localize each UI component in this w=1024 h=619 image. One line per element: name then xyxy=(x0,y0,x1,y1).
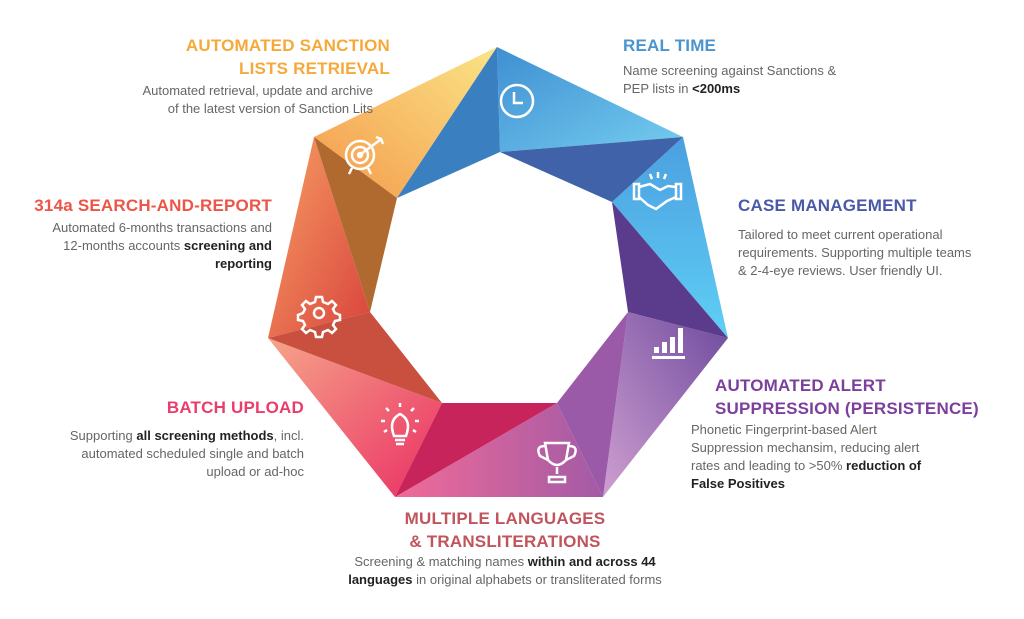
feature-description: Screening & matching names within and ac… xyxy=(255,553,755,589)
description-text: , incl. xyxy=(273,428,304,443)
description-line: automated scheduled single and batch xyxy=(70,445,304,463)
highlight-text: languages xyxy=(348,572,413,587)
gear-icon xyxy=(296,295,342,339)
title-line: MULTIPLE LANGUAGES xyxy=(404,509,606,528)
title-line: BATCH UPLOAD xyxy=(166,398,304,417)
highlight-text: False Positives xyxy=(691,476,785,491)
feature-languages: MULTIPLE LANGUAGES & TRANSLITERATIONS Scr… xyxy=(255,507,755,589)
fold-shadow xyxy=(557,312,628,497)
fold-shadow xyxy=(314,137,397,312)
feature-title: CASE MANAGEMENT xyxy=(738,194,971,217)
highlight-text: screening and xyxy=(183,238,272,253)
feature-description: Tailored to meet current operational requ… xyxy=(738,226,971,280)
feature-description: Supporting all screening methods, incl.a… xyxy=(70,427,304,481)
description-line: languages in original alphabets or trans… xyxy=(255,571,755,589)
description-text: automated scheduled single and batch xyxy=(81,446,304,461)
fold-shadow xyxy=(397,47,500,198)
description-line: upload or ad-hoc xyxy=(70,463,304,481)
feature-description: Automated retrieval, update and archive o… xyxy=(142,82,373,118)
highlight-text: reporting xyxy=(214,256,272,271)
panel-search-report xyxy=(268,137,370,338)
description-line: Automated retrieval, update and archive xyxy=(142,82,373,100)
panel-languages xyxy=(395,403,603,497)
description-line: reporting xyxy=(34,255,272,273)
description-line: Phonetic Fingerprint-based Alert xyxy=(691,421,979,439)
description-line: of the latest version of Sanction Lits xyxy=(142,100,373,118)
feature-title: REAL TIME xyxy=(623,34,836,57)
description-text: Phonetic Fingerprint-based Alert xyxy=(691,422,877,437)
description-line: Name screening against Sanctions & xyxy=(623,62,836,80)
feature-alert-suppression: AUTOMATED ALERT SUPPRESSION (PERSISTENCE)… xyxy=(691,374,979,493)
description-line: rates and leading to >50% reduction of xyxy=(691,457,979,475)
highlight-text: <200ms xyxy=(692,81,741,96)
feature-title: AUTOMATED ALERT SUPPRESSION (PERSISTENCE) xyxy=(715,374,979,420)
description-line: requirements. Supporting multiple teams xyxy=(738,244,971,262)
feature-title: MULTIPLE LANGUAGES & TRANSLITERATIONS xyxy=(255,507,755,553)
description-text: rates and leading to >50% xyxy=(691,458,847,473)
title-line: CASE MANAGEMENT xyxy=(738,196,917,215)
title-line: LISTS RETRIEVAL xyxy=(239,59,390,78)
fold-shadow xyxy=(268,312,442,403)
description-line: False Positives xyxy=(691,475,979,493)
description-text: Automated 6-months transactions and xyxy=(52,220,272,235)
feature-case-management: CASE MANAGEMENT Tailored to meet current… xyxy=(738,194,971,280)
description-text: in original alphabets or transliterated … xyxy=(412,572,662,587)
description-text: of the latest version of Sanction Lits xyxy=(167,101,373,116)
highlight-text: all screening methods xyxy=(136,428,274,443)
feature-title: AUTOMATED SANCTION LISTS RETRIEVAL xyxy=(142,34,390,80)
feature-title: BATCH UPLOAD xyxy=(70,396,304,419)
description-text: Screening & matching names xyxy=(354,554,528,569)
highlight-text: reduction of xyxy=(846,458,922,473)
panel-alert-suppression xyxy=(603,312,728,497)
title-line: SUPPRESSION (PERSISTENCE) xyxy=(715,399,979,418)
title-line: AUTOMATED SANCTION xyxy=(185,36,390,55)
description-line: Tailored to meet current operational xyxy=(738,226,971,244)
handshake-icon xyxy=(632,172,683,211)
highlight-text: within and across 44 xyxy=(527,554,656,569)
panel-batch-upload xyxy=(268,338,442,497)
description-text: Suppression mechansim, reducing alert xyxy=(691,440,920,455)
description-text: Automated retrieval, update and archive xyxy=(142,83,373,98)
description-line: & 2-4-eye reviews. User friendly UI. xyxy=(738,262,971,280)
fold-shadow xyxy=(500,137,683,202)
feature-sanction-lists: AUTOMATED SANCTION LISTS RETRIEVAL Automa… xyxy=(142,34,390,118)
description-line: PEP lists in <200ms xyxy=(623,80,836,98)
description-text: 12-months accounts xyxy=(63,238,184,253)
feature-description: Name screening against Sanctions & PEP li… xyxy=(623,62,836,98)
clock-icon xyxy=(499,83,535,119)
fold-shadow xyxy=(395,403,557,497)
feature-real-time: REAL TIME Name screening against Sanctio… xyxy=(623,34,836,98)
trophy-icon xyxy=(537,441,577,484)
description-text: requirements. Supporting multiple teams xyxy=(738,245,972,260)
description-text: & 2-4-eye reviews. User friendly UI. xyxy=(738,263,943,278)
title-line: REAL TIME xyxy=(623,36,717,55)
feature-title: 314a SEARCH-AND-REPORT xyxy=(34,194,272,217)
title-line: 314a SEARCH-AND-REPORT xyxy=(34,196,272,215)
description-line: 12-months accounts screening and xyxy=(34,237,272,255)
lightbulb-icon xyxy=(381,403,419,446)
description-line: Automated 6-months transactions and xyxy=(34,219,272,237)
description-line: Suppression mechansim, reducing alert xyxy=(691,439,979,457)
fold-shadow xyxy=(612,202,728,338)
feature-description: Automated 6-months transactions and 12-mo… xyxy=(34,219,272,273)
description-text: upload or ad-hoc xyxy=(206,464,304,479)
description-text: PEP lists in xyxy=(623,81,693,96)
title-line: AUTOMATED ALERT xyxy=(715,376,886,395)
panel-sanction-lists xyxy=(314,47,497,198)
panel-real-time xyxy=(497,47,683,152)
description-line: Supporting all screening methods, incl. xyxy=(70,427,304,445)
description-line: Screening & matching names within and ac… xyxy=(255,553,755,571)
feature-search-report: 314a SEARCH-AND-REPORT Automated 6-month… xyxy=(34,194,272,273)
description-text: Supporting xyxy=(69,428,137,443)
target-icon xyxy=(344,135,385,175)
title-line: & TRANSLITERATIONS xyxy=(409,532,601,551)
description-text: Tailored to meet current operational xyxy=(738,227,943,242)
bar-chart-icon xyxy=(652,328,685,359)
description-text: Name screening against Sanctions & xyxy=(623,63,837,78)
feature-batch-upload: BATCH UPLOAD Supporting all screening me… xyxy=(70,396,304,481)
